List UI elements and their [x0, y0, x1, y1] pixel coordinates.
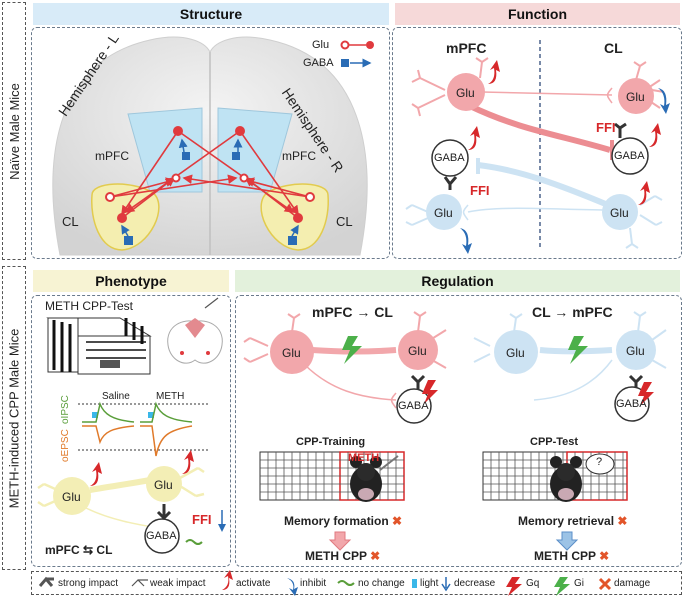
- side-label-top: Naïve Male Mice: [2, 2, 26, 260]
- phenotype-test-label: METH CPP-Test: [45, 299, 134, 313]
- reg-memory-formation: Memory formation ✖: [284, 514, 403, 528]
- weak-impact-icon: [131, 579, 148, 587]
- header-regulation: Regulation: [235, 270, 680, 292]
- function-col-cl: CL: [604, 40, 623, 56]
- cpp-box-illustration: [46, 317, 152, 375]
- mpfc-left-label: mPFC: [95, 149, 129, 163]
- header-structure: Structure: [33, 3, 389, 25]
- reg-left-glu-a-label: Glu: [282, 346, 301, 360]
- inhibit-icon: [287, 578, 298, 596]
- header-phenotype: Phenotype: [33, 270, 229, 292]
- side-label-bottom: METH-induced CPP Male Mice: [2, 266, 26, 570]
- legend-no-change: no change: [358, 578, 405, 589]
- reg-memory-retrieval: Memory retrieval ✖: [518, 514, 628, 528]
- phenotype-gaba-neuron: [144, 518, 180, 554]
- function-glu-cl: Glu: [626, 90, 645, 104]
- reg-left-gaba: [396, 388, 432, 424]
- legend-box: [31, 571, 682, 595]
- legend-damage: damage: [614, 578, 651, 589]
- phenotype-saline-label: Saline: [102, 391, 130, 402]
- activate-icon: [222, 570, 233, 590]
- gq-icon: [506, 577, 522, 596]
- function-col-mpfc: mPFC: [446, 40, 487, 56]
- legend-light: light: [420, 578, 439, 589]
- phenotype-meth-label: METH: [156, 391, 185, 402]
- light-icon: [412, 579, 417, 588]
- header-function: Function: [395, 3, 680, 25]
- legend-strong-impact: strong impact: [58, 578, 119, 589]
- reg-right-title: CL → mPFC: [532, 304, 613, 320]
- gaba-neuron-cl: [611, 137, 649, 175]
- reg-meth-cpp-left: METH CPP ✖: [305, 549, 381, 563]
- mouse-training-icon: [350, 455, 399, 502]
- legend-weak-impact: weak impact: [150, 578, 206, 589]
- reg-left-gaba-label: GABA: [398, 400, 429, 412]
- mouse-test-icon: [550, 453, 615, 502]
- reg-left-title: mPFC → CL: [312, 304, 393, 320]
- reg-right-glu-a: [494, 330, 538, 374]
- function-gaba-mpfc: GABA: [434, 152, 465, 164]
- legend-decrease: decrease: [454, 578, 496, 589]
- function-glu-mpfc: Glu: [456, 86, 475, 100]
- function-glu-mpfc-lower: Glu: [434, 206, 453, 220]
- key-glu-label: Glu: [312, 39, 330, 51]
- key-gaba-label: GABA: [303, 57, 334, 69]
- cl-right-label: CL: [336, 214, 353, 229]
- gi-icon: [554, 577, 570, 596]
- glu-neuron-mpfc-lower: [426, 194, 462, 230]
- structure-panel: [31, 27, 390, 259]
- legend-activate: activate: [236, 578, 271, 589]
- brain-slice-illustration: [167, 297, 223, 364]
- glu-neuron-cl-lower: [602, 194, 638, 230]
- glu-neuron-mpfc: [447, 73, 485, 111]
- phenotype-glu-neuron-a: [53, 477, 91, 515]
- function-glu-cl-lower: Glu: [610, 206, 629, 220]
- reg-right-glu-b-label: Glu: [626, 344, 645, 358]
- legend-gi: Gi: [574, 578, 584, 589]
- reg-training-label: CPP-Training: [296, 436, 366, 448]
- cl-left-label: CL: [62, 214, 79, 229]
- reg-right-gaba-label: GABA: [616, 398, 647, 410]
- damage-icon: [598, 577, 612, 591]
- reg-question-mark: ?: [596, 456, 603, 468]
- glu-key-icon: [340, 40, 374, 50]
- legend-inhibit: inhibit: [300, 578, 327, 589]
- mpfc-right-label: mPFC: [282, 149, 316, 163]
- phenotype-pathway: mPFC ⇆ CL: [45, 543, 113, 557]
- reg-right-glu-b: [616, 330, 656, 370]
- decrease-icon: [441, 577, 451, 592]
- strong-impact-icon: [38, 576, 54, 587]
- reg-meth-box-label: METH: [348, 452, 380, 464]
- regulation-panel: [235, 295, 682, 567]
- no-change-icon: [337, 580, 355, 586]
- phenotype-glu-neuron-b: [146, 466, 182, 502]
- function-ffi-cl: FFI: [596, 120, 616, 135]
- reg-test-label: CPP-Test: [530, 436, 579, 448]
- function-ffi-mpfc: FFI: [470, 183, 490, 198]
- phenotype-glu-a-label: Glu: [62, 490, 81, 504]
- reg-right-glu-a-label: Glu: [506, 346, 525, 360]
- glu-neuron-cl: [618, 78, 654, 114]
- phenotype-panel: [31, 295, 231, 567]
- function-panel: [392, 27, 682, 259]
- legend-gq: Gq: [526, 578, 540, 589]
- phenotype-glu-b-label: Glu: [154, 478, 173, 492]
- reg-left-glu-b: [398, 330, 438, 370]
- phenotype-gaba-label: GABA: [146, 530, 177, 542]
- function-gaba-cl: GABA: [614, 150, 645, 162]
- gaba-neuron-mpfc: [431, 139, 469, 177]
- gaba-key-icon: [341, 58, 372, 68]
- reg-left-glu-b-label: Glu: [408, 344, 427, 358]
- phenotype-ffi-label: FFI: [192, 512, 212, 527]
- reg-meth-cpp-right: METH CPP ✖: [534, 549, 610, 563]
- reg-left-glu-a: [270, 330, 314, 374]
